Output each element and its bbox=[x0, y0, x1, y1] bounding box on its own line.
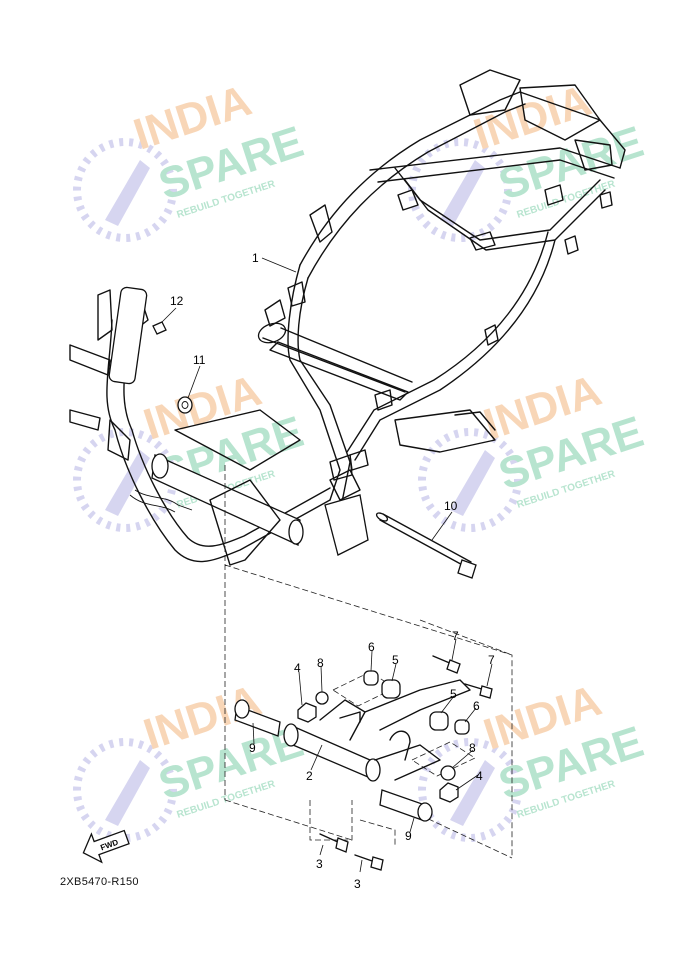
callout-9-lower: 9 bbox=[405, 829, 412, 843]
callout-3-left: 3 bbox=[316, 857, 323, 871]
callout-6-lower: 6 bbox=[473, 699, 480, 713]
callout-1: 1 bbox=[252, 251, 259, 265]
callout-6-upper: 6 bbox=[368, 640, 375, 654]
callout-7-upper: 7 bbox=[452, 629, 459, 643]
frame-main bbox=[69, 69, 626, 566]
callout-12: 12 bbox=[170, 294, 184, 308]
callout-5-upper: 5 bbox=[392, 653, 399, 667]
part-10-engine-mount-bolt bbox=[375, 512, 477, 579]
callout-10: 10 bbox=[444, 499, 458, 513]
part-9-collar-upper bbox=[234, 699, 281, 737]
part-11-collar bbox=[177, 396, 193, 414]
callout-9-upper: 9 bbox=[249, 741, 256, 755]
watermark-middle-left: INDIA SPARE REBUILD TOGETHER bbox=[73, 366, 309, 532]
watermark-bottom-left: INDIA SPARE REBUILD TOGETHER bbox=[73, 676, 309, 842]
assembly-reference-lines bbox=[224, 465, 513, 859]
callout-labels: 1 2 3 3 4 4 5 5 6 6 7 7 8 8 9 9 10 11 12 bbox=[170, 251, 495, 891]
watermark-top-left: INDIA SPARE REBUILD TOGETHER bbox=[73, 76, 309, 242]
part-9-collar-lower bbox=[379, 789, 433, 822]
callout-8-lower: 8 bbox=[469, 741, 476, 755]
part-3-bolt-left bbox=[319, 833, 349, 853]
callout-7-lower: 7 bbox=[488, 653, 495, 667]
callout-2: 2 bbox=[306, 769, 313, 783]
callout-4-upper: 4 bbox=[294, 661, 301, 675]
part-4-nut-upper bbox=[297, 702, 317, 723]
part-5-damper-lower bbox=[429, 711, 449, 731]
part-3-bolt-right bbox=[354, 854, 384, 871]
part-8-washer-lower bbox=[440, 765, 456, 781]
part-2-engine-bracket bbox=[283, 679, 471, 782]
callout-8-upper: 8 bbox=[317, 656, 324, 670]
part-6-damper-upper bbox=[363, 670, 379, 686]
leader-lines bbox=[161, 257, 493, 873]
callout-11: 11 bbox=[193, 353, 206, 367]
callout-5-lower: 5 bbox=[450, 687, 457, 701]
drawing-code: 2XB5470-R150 bbox=[60, 876, 139, 888]
part-7-bolt-lower bbox=[464, 683, 493, 699]
part-8-washer-upper bbox=[315, 691, 329, 705]
part-12-nut bbox=[152, 321, 167, 335]
callout-3-right: 3 bbox=[354, 877, 361, 891]
watermark-top-right: INDIA SPARE REBUILD TOGETHER bbox=[408, 76, 649, 242]
part-6-damper-lower bbox=[454, 719, 470, 735]
part-7-bolt-upper bbox=[432, 655, 461, 674]
fwd-direction-arrow: FWD bbox=[82, 829, 130, 864]
callout-4-lower: 4 bbox=[476, 769, 483, 783]
part-5-damper-upper bbox=[381, 679, 401, 699]
part-4-nut-lower bbox=[439, 782, 459, 803]
